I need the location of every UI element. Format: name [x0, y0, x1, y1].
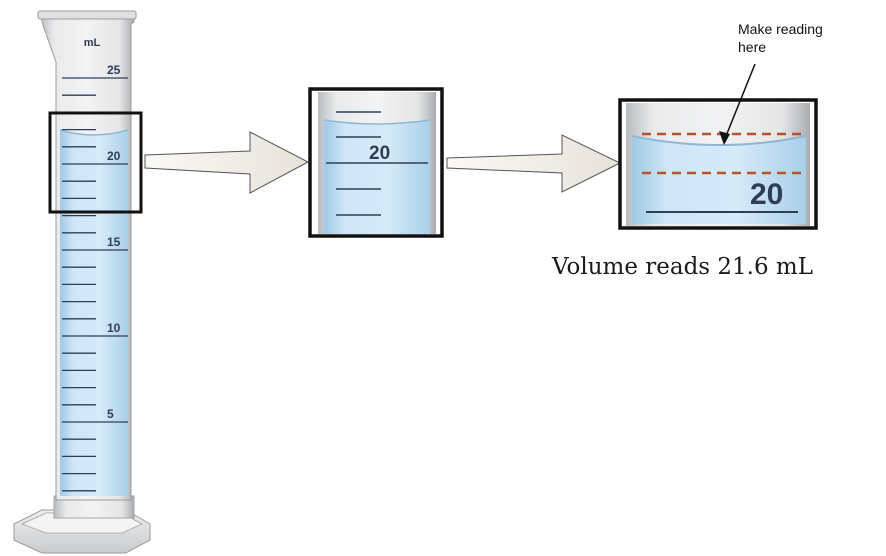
reading-annotation-line1: Make reading — [738, 21, 823, 37]
zoom2-label-20: 20 — [750, 178, 783, 211]
zoom-view-1: 20 — [308, 87, 444, 238]
cylinder-unit-label: mL — [84, 37, 101, 49]
zoom-arrow-2 — [446, 134, 622, 193]
cylinder-meniscus — [59, 129, 129, 136]
zoom-view-2: 20 — [618, 98, 818, 230]
volume-caption: Volume reads 21.6 mL — [552, 254, 814, 280]
reading-annotation: Make reading here — [738, 20, 878, 56]
reading-annotation-line2: here — [738, 39, 767, 55]
graduated-cylinder: mL 25 20 15 10 5 — [13, 10, 151, 554]
cylinder-graduation-ticks — [62, 77, 128, 492]
scale-label-5: 5 — [107, 407, 114, 421]
cylinder-zoom-frame — [48, 111, 143, 214]
scale-label-15: 15 — [107, 235, 121, 249]
cylinder-liquid — [60, 130, 128, 496]
cylinder-rim — [37, 10, 137, 20]
reading-pointer-line — [723, 63, 756, 142]
zoom1-frame — [308, 87, 444, 238]
zoom1-label-20: 20 — [369, 143, 390, 164]
zoom2-meniscus — [631, 135, 807, 146]
scale-label-25: 25 — [107, 63, 121, 77]
zoom-arrow-1 — [144, 131, 310, 194]
scale-label-10: 10 — [107, 321, 121, 335]
zoom2-frame — [618, 98, 818, 230]
scale-label-20: 20 — [107, 149, 121, 163]
reading-pointer-arrowhead — [719, 131, 730, 145]
